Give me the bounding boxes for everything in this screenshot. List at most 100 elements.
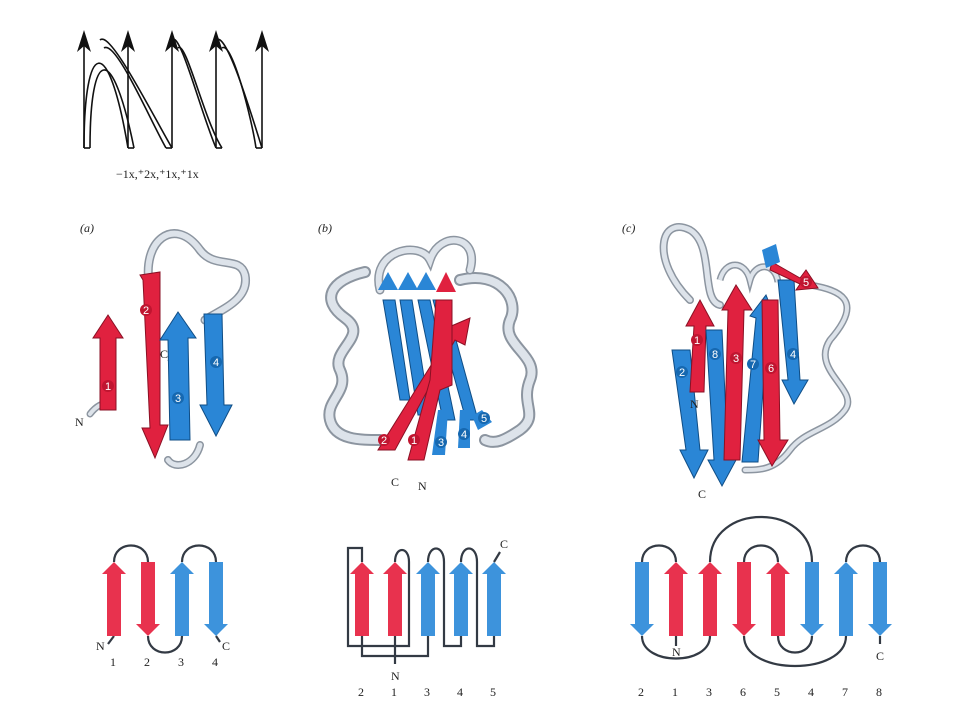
topo-a-strand-2 — [136, 562, 160, 636]
topo-b-loop-2-3 — [360, 636, 430, 658]
panel-b-ribbon: 2 1 3 4 5 C N — [323, 235, 538, 493]
panel-c-strand-5-badge — [800, 276, 812, 288]
top-arrowhead-5 — [255, 30, 269, 52]
top-connection-4 — [215, 38, 263, 149]
panel-b-arrowhead-d — [436, 272, 456, 292]
panel-a-strand-4 — [199, 313, 233, 438]
top-strand-crossover-diagram — [83, 38, 263, 149]
panel-c-strand-6-number: 6 — [768, 363, 774, 375]
topo-c-loop-3-4 — [708, 516, 814, 563]
panel-b-strand-2-badge — [378, 434, 390, 446]
panel-b-strand-1-number: 1 — [411, 435, 417, 447]
panel-a-coil-top-fill — [145, 230, 249, 323]
panel-a-strand-3-number: 3 — [175, 393, 181, 405]
panel-c-ribbon: 1 2 3 4 5 6 7 8 N C — [659, 223, 852, 501]
topo-a-loop-1-2 — [112, 544, 150, 563]
panel-c-strand-5-number: 5 — [803, 277, 809, 289]
panel-b-strand-3-number: 3 — [438, 437, 444, 449]
panel-b-top-loops-fill — [375, 237, 475, 293]
topo-b-strand-number-3: 3 — [424, 685, 430, 699]
panel-a-strand-3-badge — [172, 392, 184, 404]
panel-a-label: (a) — [80, 221, 94, 235]
topo-c-strand-number-3: 3 — [706, 685, 712, 699]
topo-b-loop-3-4 — [426, 547, 463, 648]
topo-c-strand-1 — [664, 562, 688, 636]
topo-c-strand-2 — [630, 562, 654, 636]
panel-a-strand-2 — [139, 271, 169, 460]
top-connection-1-edge — [89, 69, 135, 149]
topo-b-strand-number-1: 1 — [391, 685, 397, 699]
topo-b-strand-3 — [416, 562, 440, 636]
panel-c-strand-2-number: 2 — [679, 367, 685, 379]
panel-c-strand-7-badge — [747, 358, 759, 370]
top-arrowhead-2 — [121, 30, 135, 52]
topo-a-n-label: N — [96, 639, 105, 653]
topo-c-strand-8 — [868, 562, 892, 636]
panel-a-strand-1 — [92, 314, 124, 411]
topo-c-loop-7-8 — [844, 544, 882, 563]
topo-a-strand-1 — [102, 562, 126, 636]
top-arrowhead-4 — [209, 30, 223, 52]
panel-b-strand-5-number: 5 — [481, 413, 487, 425]
topo-c-strand-number-6: 6 — [740, 685, 746, 699]
panel-a-strand-4-number: 4 — [213, 357, 219, 369]
topo-b-c-label: C — [500, 537, 508, 551]
topo-a-strand-number-4: 4 — [212, 655, 218, 669]
panel-b-strand-2-number: 2 — [381, 435, 387, 447]
topo-c-strand-7 — [834, 562, 858, 636]
topo-c-loop-2-3 — [640, 635, 712, 660]
panel-c-strand-4 — [777, 279, 809, 406]
panel-c-strand-8 — [705, 329, 737, 488]
panel-a-strand-3 — [159, 311, 197, 441]
topo-b-loop-1-over — [393, 548, 411, 563]
panel-b-n-terminus: N — [418, 479, 427, 493]
topo-b-strand-2 — [350, 562, 374, 636]
panel-a-ribbon: 1 2 3 4 N C — [75, 229, 250, 469]
topo-c-strand-number-5: 5 — [774, 685, 780, 699]
panel-c-strand-3-number: 3 — [733, 353, 739, 365]
panel-b-arrowhead-c — [416, 272, 436, 290]
topo-c-loop-4-5 — [776, 635, 814, 654]
topo-c-c-label: C — [876, 649, 884, 663]
panel-c-strand-8-badge — [709, 348, 721, 360]
topo-c-loop-5-6 — [742, 544, 780, 563]
topo-c-strand-number-2: 2 — [638, 685, 644, 699]
topo-c-strand-5 — [766, 562, 790, 636]
panel-b-strand-5-badge — [478, 412, 490, 424]
panel-b-strand-4-number: 4 — [461, 429, 467, 441]
panel-a-strand-2-number: 2 — [143, 305, 149, 317]
panel-c-strand-3 — [721, 284, 753, 461]
topo-b-n-label: N — [391, 669, 400, 683]
topo-b-c-tail — [493, 551, 501, 563]
panel-c-strand-1-badge — [691, 334, 703, 346]
panel-a-c-terminus: C — [160, 347, 168, 361]
panel-a-strand-1-number: 1 — [105, 381, 111, 393]
topo-b-strand-1 — [383, 562, 407, 636]
panel-b-strand-1 — [407, 299, 453, 461]
topo-b-strand-number-5: 5 — [490, 685, 496, 699]
topo-a-loop-2-3 — [146, 635, 184, 654]
panel-a-coil-bottom-fill — [165, 442, 203, 468]
topo-a-strand-3 — [170, 562, 194, 636]
panel-b-c-terminus: C — [391, 475, 399, 489]
topo-a-c-label: C — [222, 639, 230, 653]
panel-c-strand-4-badge — [787, 348, 799, 360]
topo-c-strand-number-1: 1 — [672, 685, 678, 699]
panel-c-coil-left-fill — [661, 224, 723, 308]
panel-c-strand-4-number: 4 — [790, 349, 796, 361]
top-connection-4-edge — [221, 46, 257, 149]
topo-a-strand-4 — [204, 562, 228, 636]
panel-c-strand-6-badge — [765, 362, 777, 374]
topo-a-loop-3-4 — [180, 544, 218, 563]
crossover-notation: −1x,⁺2x,⁺1x,⁺1x — [116, 167, 199, 181]
panel-c-strand-8-number: 8 — [712, 349, 718, 361]
panel-c-c-terminus: C — [698, 487, 706, 501]
panel-c-strand-7-number: 7 — [750, 359, 756, 371]
topo-a-strand-number-3: 3 — [178, 655, 184, 669]
panel-c-label: (c) — [622, 221, 635, 235]
topo-c-n-label: N — [672, 645, 681, 659]
panel-a-n-terminus: N — [75, 415, 84, 429]
